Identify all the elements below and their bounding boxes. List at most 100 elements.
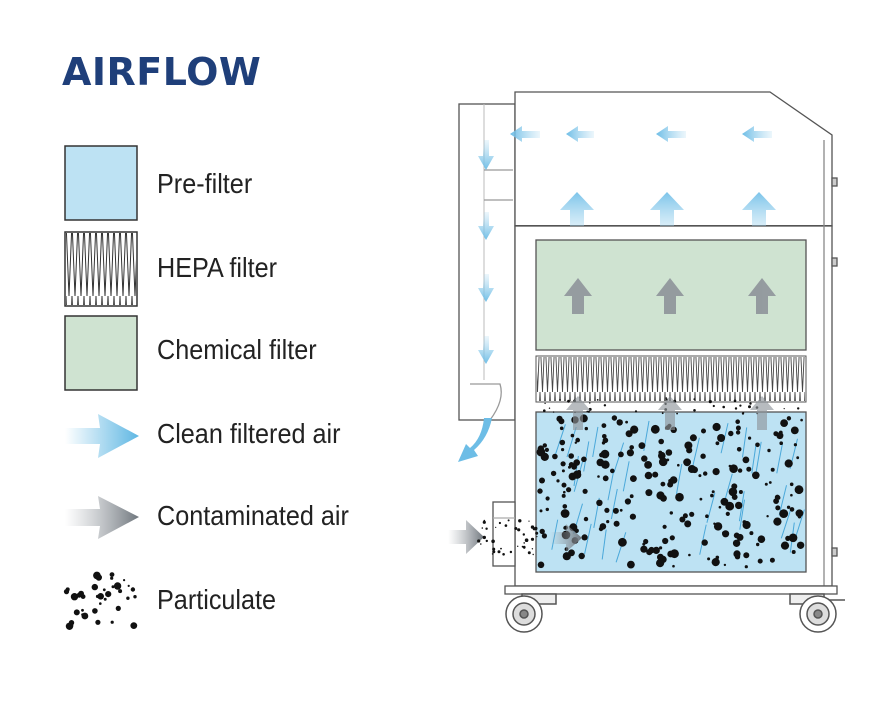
particulate-dot [110,576,114,580]
particulate-dot [99,602,102,605]
particulate-dot [790,493,793,497]
legend-swatch-particulate [63,571,138,630]
particulate-dot [556,415,563,422]
particulate-dot [638,442,646,449]
particulate-dot [105,591,112,598]
particulate-dot [612,507,619,514]
particulate-dot [629,445,634,450]
particulate-dot [500,547,502,550]
particulate-dot [583,516,589,522]
particulate-dot [800,418,803,422]
particulate-dot [103,597,107,601]
particulate-dot [672,564,675,568]
particulate-dot [687,465,696,473]
particulate-dot [130,587,136,592]
particulate-dot [780,541,790,550]
particulate-dot [602,434,607,439]
particulate-dot [700,453,706,459]
particulate-dot [749,531,754,536]
particulate-dot [610,468,615,474]
particulate-dot [539,477,545,484]
diagram-title: AIRFLOW [62,50,262,94]
particulate-dot [115,605,121,612]
particulate-dot [736,533,744,541]
particulate-dot [715,441,720,446]
particulate-dot [645,489,653,497]
particulate-dot [556,479,560,483]
particulate-dot [573,459,580,466]
particulate-dot [796,541,805,549]
legend-arrow-clean-air [65,414,139,458]
particulate-dot [699,497,703,501]
legend-label-hepa: HEPA filter [157,252,277,283]
legend-label-prefilter: Pre-filter [157,168,253,199]
particulate-dot [735,430,741,435]
particulate-dot [537,561,545,569]
particulate-dot [746,466,752,472]
particulate-dot [480,543,482,545]
particulate-dot [757,535,766,543]
particulate-dot [660,481,666,487]
particulate-dot [602,475,609,482]
particulate-dot [701,428,706,434]
flow-line [607,470,615,501]
particulate-dot [742,456,750,464]
flow-line [778,485,787,516]
particulate-dot [582,488,588,494]
particulate-dot [597,460,603,466]
particulate-dot [757,558,763,564]
particulate-dot [528,520,530,522]
particulate-dot [748,436,752,440]
particulate-dot [536,536,538,538]
particulate-dot [562,504,568,509]
particulate-dot [548,407,551,409]
particulate-dot [531,548,534,550]
hepa-filter [535,355,807,403]
flow-line [592,426,599,457]
particulate-dot [502,553,505,556]
particulate-dot [698,474,702,478]
particulate-dot [666,458,670,462]
particulate-dot [126,596,130,600]
particulate-dot [599,452,604,458]
particulate-dot [769,557,775,563]
wheel-left [505,593,557,633]
flow-line [776,443,783,474]
particulate-dot [736,447,742,452]
particulate-dot [630,475,637,482]
particulate-dot [491,553,494,555]
particulate-dot [738,490,743,494]
particulate-dot [109,572,115,577]
particulate-dot [796,456,800,460]
particulate-dot [616,419,623,426]
particulate-dot [720,497,729,506]
particulate-dot [127,584,130,588]
particulate-dot [561,448,565,452]
particulate-dot [589,402,591,404]
particulate-dot [662,524,667,529]
particulate-dot [567,399,570,403]
particulate-dot [574,528,579,534]
particulate-dot [599,523,607,530]
particulate-dot [640,545,648,553]
particulate-dot [618,537,627,547]
particulate-dot [728,464,732,468]
legend-swatch-chemical [64,315,138,391]
particulate-dot [752,471,760,480]
particulate-dot [715,555,720,560]
particulate-dot [701,539,708,546]
particulate-dot [586,410,589,413]
particulate-dot [63,589,70,595]
particulate-dot [794,485,804,495]
particulate-dot [587,410,591,413]
particulate-dot [539,528,545,535]
particulate-dot [543,409,546,413]
particulate-dot [73,609,80,616]
particulate-dot [530,525,535,529]
particulate-dot [605,509,609,513]
particulate-dot [677,463,680,467]
particulate-dot [717,434,726,442]
particulate-dot [523,542,525,544]
particulate-dot [770,467,775,472]
